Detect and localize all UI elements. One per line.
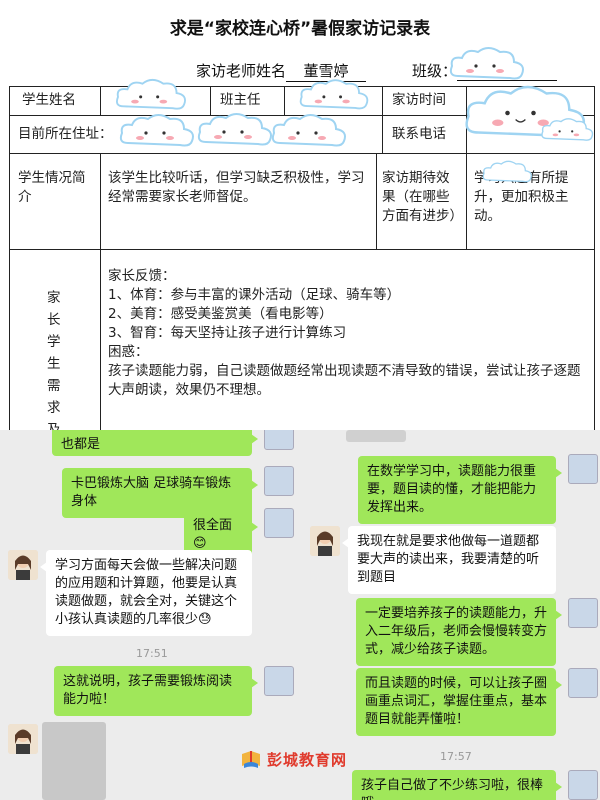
chat-message-right: 也都是: [52, 430, 258, 456]
chat-message-right: 一定要培养孩子的读题能力，升入二年级后，老师会慢慢转变方式，减少给孩子读题。: [356, 598, 562, 666]
book-logo-icon: [242, 751, 260, 768]
record-table: 学生姓名 班主任 家访时间 目前所在住址： 联系电话 学生情况简介 该学生比较听…: [9, 86, 595, 430]
class-label: 班级：: [412, 62, 458, 80]
needs-label-char: 学: [47, 334, 61, 350]
phone-label: 联系电话: [392, 126, 446, 142]
needs-label: 家 长 学 生 需 求 及: [47, 287, 65, 430]
avatar: [568, 770, 598, 800]
cloud-sticker-icon: [115, 78, 186, 110]
avatar: [8, 724, 38, 754]
cloud-sticker-icon: [482, 160, 532, 183]
needs-label-char: 家: [47, 290, 61, 306]
feedback-title: 家长反馈：: [108, 268, 176, 284]
emoji-icon: 😊: [193, 536, 207, 551]
image-message: [346, 430, 406, 442]
message-text: 这就说明，孩子需要锻炼阅读能力啦！: [63, 674, 233, 707]
chat-message-left: 学习方面每天会做一些解决问题的应用题和计算题，他要是认真读题做题，就会全对，关键…: [40, 550, 252, 636]
needs-label-char: 需: [47, 378, 61, 394]
chat-screenshot: 也都是 卡巴锻炼大脑 足球骑车锻炼身体 很全面 😊 学习方面每天会做一些解决问题的…: [0, 430, 600, 800]
chat-message-right: 而且读题的时候，可以让孩子圈画重点词汇，掌握住重点，基本题目就能弄懂啦！: [356, 668, 562, 736]
avatar: [264, 430, 294, 450]
emoji-icon: 😓: [198, 612, 212, 627]
needs-label-char: 求: [47, 400, 61, 416]
cloud-sticker-icon: [449, 47, 524, 80]
cloud-sticker-icon: [197, 113, 272, 146]
message-text: 而且读题的时候，可以让孩子圈画重点词汇，掌握住重点，基本题目就能弄懂啦！: [365, 676, 548, 727]
visit-time-label: 家访时间: [392, 92, 446, 108]
confusion-title: 困惑：: [108, 344, 149, 360]
class-blank: [457, 65, 558, 81]
message-text: 在数学学习中，读题能力很重要，题目读的懂，才能把能力发挥出来。: [367, 464, 537, 515]
visit-record-document: 求是“家校连心桥”暑假家访记录表 家访老师姓名董雪婷 班级： 学生姓名 班主任 …: [9, 19, 595, 430]
confusion-text: 孩子读题能力弱，自己读题做题经常出现读题不清导致的错误，尝试让孩子逐题大声朗读，…: [108, 363, 581, 398]
head-teacher-label: 班主任: [220, 92, 261, 108]
teacher-label: 家访老师姓名: [196, 62, 287, 80]
message-text: 我现在就是要求他做每一道题都要大声的读出来，我要清楚的听到题目: [357, 534, 540, 585]
watermark-text: 彭城教育网: [267, 750, 348, 769]
avatar: [310, 526, 340, 556]
timestamp: 17:51: [136, 647, 168, 660]
situation-label: 学生情况简介: [18, 170, 86, 205]
message-text: 也都是: [61, 437, 101, 452]
chat-message-right: 孩子自己做了不少练习啦，很棒哦: [352, 770, 562, 800]
message-text: 孩子自己做了不少练习啦，很棒哦: [361, 778, 544, 800]
address-label: 目前所在住址：: [18, 126, 113, 142]
cloud-sticker-icon: [119, 114, 194, 147]
chat-message-right: 卡巴锻炼大脑 足球骑车锻炼身体: [62, 468, 258, 518]
avatar: [264, 466, 294, 496]
situation-text: 该学生比较听话，但学习缺乏积极性，学习经常需要家长老师督促。: [108, 170, 365, 205]
feedback-item: 2、美育：感受美鉴赏美（看电影等）: [108, 306, 333, 322]
avatar: [568, 598, 598, 628]
student-name-label: 学生姓名: [22, 92, 76, 108]
chat-message-right: 在数学学习中，读题能力很重要，题目读的懂，才能把能力发挥出来。: [358, 456, 562, 524]
feedback-item: 1、体育：参与丰富的课外活动（足球、骑车等）: [108, 287, 401, 303]
needs-label-char: 生: [47, 356, 61, 372]
teacher-name: 董雪婷: [286, 60, 367, 82]
feedback-item: 3、智育：每天坚持让孩子进行计算练习: [108, 325, 347, 341]
cloud-sticker-icon: [299, 79, 369, 110]
message-text: 一定要培养孩子的读题能力，升入二年级后，老师会慢慢转变方式，减少给孩子读题。: [365, 606, 548, 657]
image-message: [42, 722, 106, 800]
avatar: [568, 668, 598, 698]
cloud-sticker-icon: [541, 118, 594, 141]
chat-message-right: 这就说明，孩子需要锻炼阅读能力啦！: [54, 666, 258, 716]
site-watermark: 彭城教育网: [240, 748, 347, 770]
avatar: [264, 508, 294, 538]
timestamp: 17:57: [440, 750, 472, 763]
chat-message-left: 我现在就是要求他做每一道题都要大声的读出来，我要清楚的听到题目: [342, 526, 556, 594]
needs-label-char: 长: [47, 312, 61, 328]
avatar: [8, 550, 38, 580]
message-text: 卡巴锻炼大脑 足球骑车锻炼身体: [71, 476, 232, 509]
needs-label-char: 及: [47, 422, 61, 430]
cloud-sticker-icon: [271, 114, 346, 147]
teacher-line: 家访老师姓名董雪婷: [196, 60, 367, 82]
avatar: [264, 666, 294, 696]
message-text: 学习方面每天会做一些解决问题的应用题和计算题，他要是认真读题做题，就会全对，关键…: [55, 558, 238, 627]
avatar: [568, 454, 598, 484]
document-title: 求是“家校连心桥”暑假家访记录表: [169, 19, 431, 39]
class-line: 班级：: [412, 60, 558, 81]
feedback-block: 家长反馈： 1、体育：参与丰富的课外活动（足球、骑车等） 2、美育：感受美鉴赏美…: [108, 267, 590, 400]
expectation-label: 家访期待效果（在哪些方面有进步）: [382, 170, 463, 224]
message-text: 很全面: [193, 518, 233, 533]
